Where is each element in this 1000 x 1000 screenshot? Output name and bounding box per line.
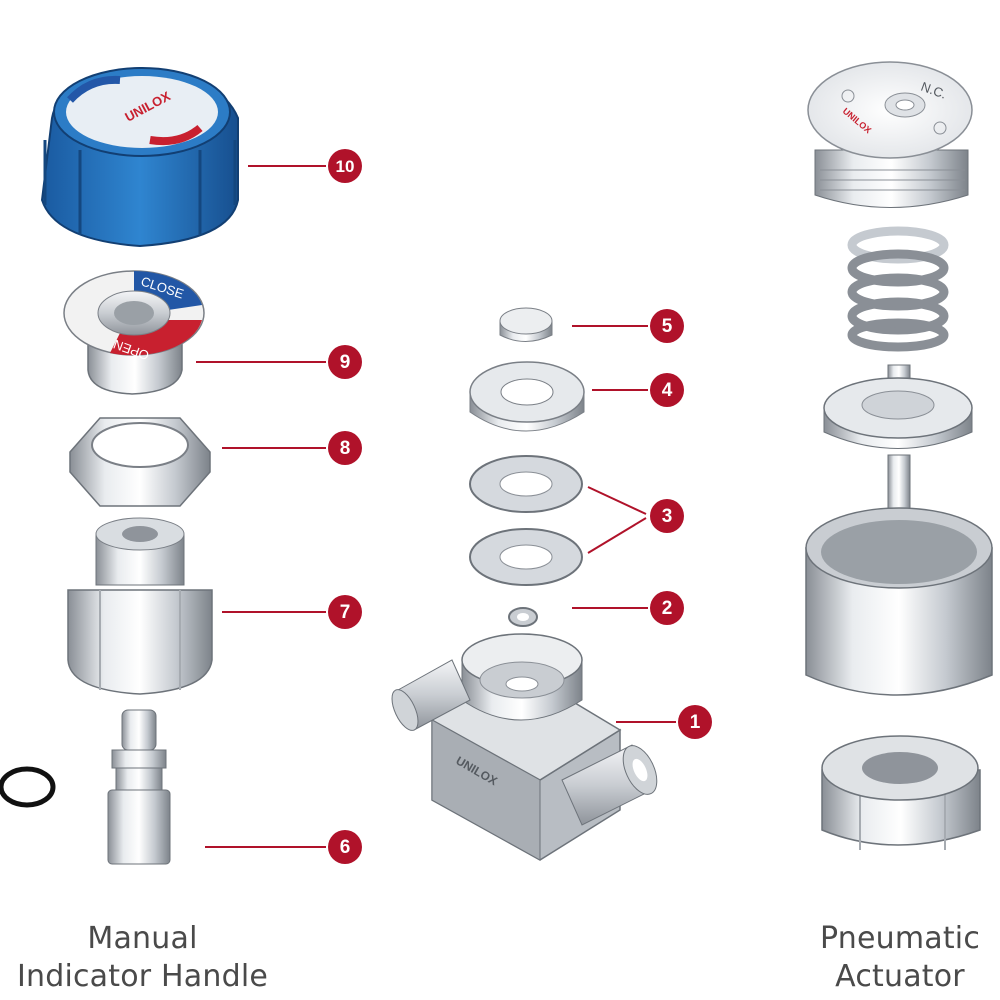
caption-line: Actuator <box>835 959 965 994</box>
caption-line: Manual <box>87 921 198 956</box>
svg-text:8: 8 <box>340 438 351 459</box>
spring <box>847 226 949 352</box>
svg-text:4: 4 <box>662 380 673 401</box>
indicator-ring-part-9: CLOSE OPEN <box>63 270 205 395</box>
cylinder <box>805 507 993 696</box>
callout-9: 9 <box>328 345 362 379</box>
hex-nut-part-8 <box>69 417 211 507</box>
piston <box>823 364 973 511</box>
pneumatic-actuator-caption: Pneumatic Actuator <box>800 920 1000 996</box>
callout-5: 5 <box>650 309 684 343</box>
valve-body-part-1: UNILOX <box>391 633 658 861</box>
manual-indicator-handle-caption: Manual Indicator Handle <box>0 920 285 996</box>
actuator-cap: N.C. UNILOX <box>807 61 973 208</box>
callout-10: 10 <box>328 149 362 183</box>
callout-4: 4 <box>650 373 684 407</box>
svg-text:9: 9 <box>340 352 351 373</box>
callout-2: 2 <box>650 591 684 625</box>
diaphragm-part-3 <box>469 455 583 586</box>
svg-text:5: 5 <box>662 316 673 337</box>
svg-text:7: 7 <box>340 602 351 623</box>
stem-part-6 <box>107 709 171 865</box>
bonnet-part-7 <box>67 517 213 695</box>
callout-3: 3 <box>650 499 684 533</box>
rotate-arrow-icon <box>67 75 121 103</box>
svg-text:2: 2 <box>662 598 673 619</box>
callout-1: 1 <box>678 705 712 739</box>
caption-line: Pneumatic <box>819 921 981 956</box>
rotate-arrow-icon <box>149 124 203 146</box>
caption-line: Indicator Handle <box>16 959 269 994</box>
o-ring <box>0 766 56 808</box>
callout-7: 7 <box>328 595 362 629</box>
actuator-nut <box>821 735 981 850</box>
svg-text:3: 3 <box>662 506 673 527</box>
svg-text:1: 1 <box>690 712 701 733</box>
washer-part-4 <box>469 361 585 432</box>
svg-text:10: 10 <box>336 157 355 176</box>
svg-text:6: 6 <box>340 837 351 858</box>
disc-part-5 <box>499 307 553 342</box>
leader-lines <box>196 165 676 848</box>
handle-cap-part-10: UNILOX <box>40 66 239 248</box>
callout-8: 8 <box>328 431 362 465</box>
callout-6: 6 <box>328 830 362 864</box>
seal-part-2 <box>508 607 538 627</box>
